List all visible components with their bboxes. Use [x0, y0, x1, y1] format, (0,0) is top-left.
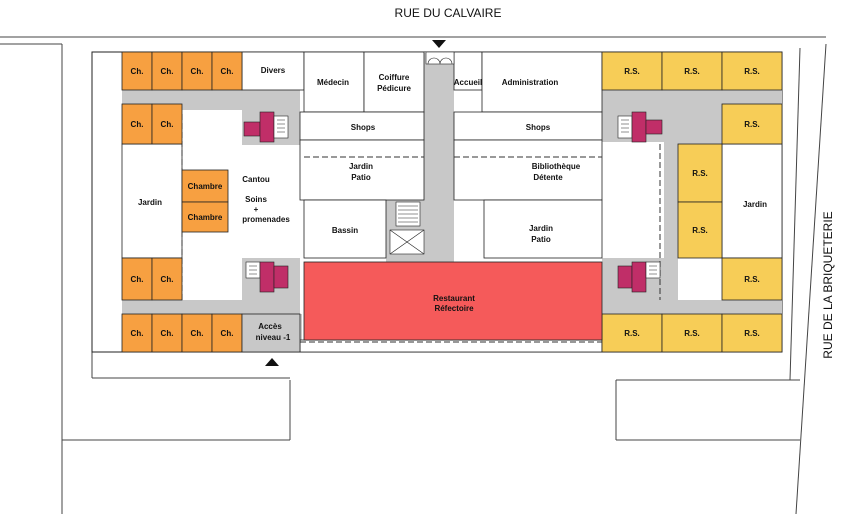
room-label-ch: Ch.	[131, 275, 144, 284]
stairs-blocks	[243, 51, 663, 293]
street-north-label: RUE DU CALVAIRE	[395, 6, 502, 20]
room-label-ch: Ch.	[221, 329, 234, 338]
room-label-soins-plus: +	[254, 205, 259, 214]
room-label-patio: Patio	[351, 173, 371, 182]
room-label-soins: Soins	[245, 195, 267, 204]
room-label-ch: Ch.	[161, 329, 174, 338]
room-labels: Ch. Ch. Ch. Ch. Ch. Ch. Ch. Ch. Ch. Ch. …	[131, 66, 768, 342]
room-label-jardin: Jardin	[138, 198, 162, 207]
room-label-ch: Ch.	[131, 329, 144, 338]
room-label-niveau: niveau -1	[256, 333, 291, 342]
room-label-rs: R.S.	[692, 169, 708, 178]
room-label-ch: Ch.	[161, 120, 174, 129]
room-label-ch: Ch.	[191, 329, 204, 338]
room-label-cantou: Cantou	[242, 175, 270, 184]
south-entrance-arrow-icon	[265, 358, 279, 366]
rooms-white	[121, 51, 783, 353]
room-label-chambre: Chambre	[188, 213, 223, 222]
room-label-rs: R.S.	[684, 329, 700, 338]
room-label-accueil: Accueil	[454, 78, 482, 87]
room-label-rs: R.S.	[692, 226, 708, 235]
room-label-rs: R.S.	[744, 120, 760, 129]
room-label-jardin-patio: Jardin	[529, 224, 553, 233]
street-east-label: RUE DE LA BRIQUETERIE	[821, 211, 835, 358]
room-label-rs: R.S.	[684, 67, 700, 76]
access-room	[241, 313, 301, 353]
room-label-acces: Accès	[258, 322, 282, 331]
room-label-administration: Administration	[502, 78, 559, 87]
room-label-ch: Ch.	[161, 275, 174, 284]
room-label-shops: Shops	[526, 123, 551, 132]
room-label-ch: Ch.	[221, 67, 234, 76]
room-label-rs: R.S.	[624, 329, 640, 338]
restaurant-room	[303, 261, 603, 341]
room-label-coiffure: Coiffure	[379, 73, 410, 82]
room-label-medecin: Médecin	[317, 78, 349, 87]
room-label-rs: R.S.	[744, 275, 760, 284]
room-label-jardin: Jardin	[743, 200, 767, 209]
room-label-rs: R.S.	[744, 67, 760, 76]
room-label-promenades: promenades	[242, 215, 290, 224]
room-label-pedicure: Pédicure	[377, 84, 411, 93]
north-entrance-arrow-icon	[432, 40, 446, 48]
room-label-ch: Ch.	[131, 120, 144, 129]
room-label-ch: Ch.	[161, 67, 174, 76]
room-label-restaurant: Restaurant	[433, 294, 475, 303]
room-label-ch: Ch.	[131, 67, 144, 76]
room-label-rs: R.S.	[624, 67, 640, 76]
room-label-rs: R.S.	[744, 329, 760, 338]
room-label-bassin: Bassin	[332, 226, 358, 235]
room-label-shops: Shops	[351, 123, 376, 132]
room-label-refectoire: Réfectoire	[434, 304, 474, 313]
room-label-patio: Patio	[531, 235, 551, 244]
room-label-divers: Divers	[261, 66, 286, 75]
room-label-ch: Ch.	[191, 67, 204, 76]
room-label-detente: Détente	[533, 173, 563, 182]
rooms-yellow	[601, 51, 783, 353]
room-label-bibliotheque: Bibliothèque	[532, 162, 581, 171]
room-label-chambre: Chambre	[188, 182, 223, 191]
rooms-orange	[121, 51, 243, 353]
room-label-jardin-patio: Jardin	[349, 162, 373, 171]
